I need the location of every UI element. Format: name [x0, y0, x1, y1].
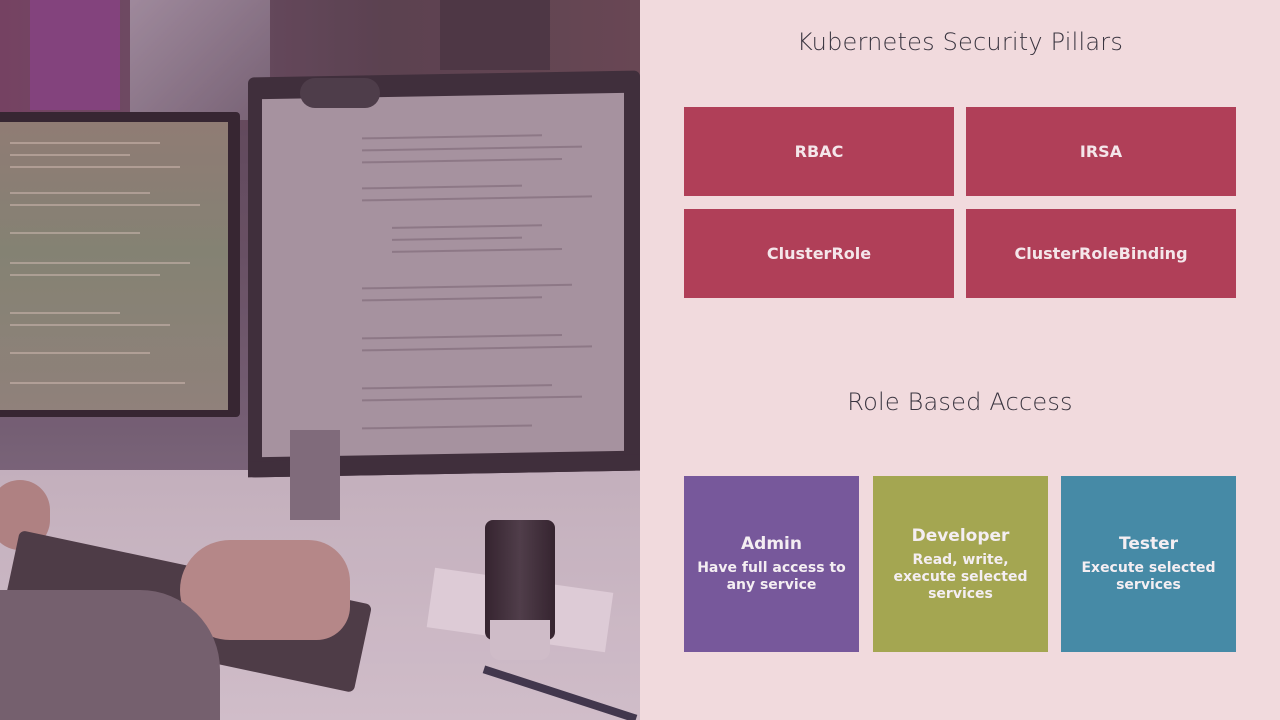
photo-monitor-stand [290, 430, 340, 520]
pillar-label: IRSA [1079, 142, 1123, 161]
photo-purple-panel [30, 0, 120, 110]
pillar-label: ClusterRole [766, 244, 872, 263]
pillar-irsa: IRSA [966, 107, 1236, 196]
photo-right-hand [180, 540, 350, 640]
role-based-access-title: Role Based Access [847, 388, 1073, 416]
role-name: Admin [741, 534, 802, 554]
role-description: Read, write, execute selected services [893, 551, 1028, 602]
pillar-label: ClusterRoleBinding [1014, 244, 1188, 263]
security-pillars-title: Kubernetes Security Pillars [796, 28, 1124, 56]
photo-mug-base [490, 620, 550, 660]
photo-webcam [300, 78, 380, 108]
photo-door [440, 0, 550, 70]
pillar-clusterrole: ClusterRole [684, 209, 954, 298]
role-name: Tester [1118, 534, 1179, 554]
photo-left-screen [0, 122, 228, 410]
role-name: Developer [911, 525, 1010, 546]
role-card-tester: Tester Execute selected services [1061, 476, 1236, 652]
photo-color-overlay [0, 0, 640, 720]
role-description: Have full access to any service [697, 560, 846, 593]
pillar-clusterrolebinding: ClusterRoleBinding [966, 209, 1236, 298]
workstation-photo [0, 0, 640, 720]
pillar-rbac: RBAC [684, 107, 954, 196]
role-card-developer: Developer Read, write, execute selected … [873, 476, 1048, 652]
photo-sleeve [0, 590, 220, 720]
role-description: Execute selected services [1081, 560, 1216, 593]
photo-left-monitor [0, 112, 240, 417]
photo-window [130, 0, 270, 120]
role-card-admin: Admin Have full access to any service [684, 476, 859, 652]
pillar-label: RBAC [794, 142, 844, 161]
